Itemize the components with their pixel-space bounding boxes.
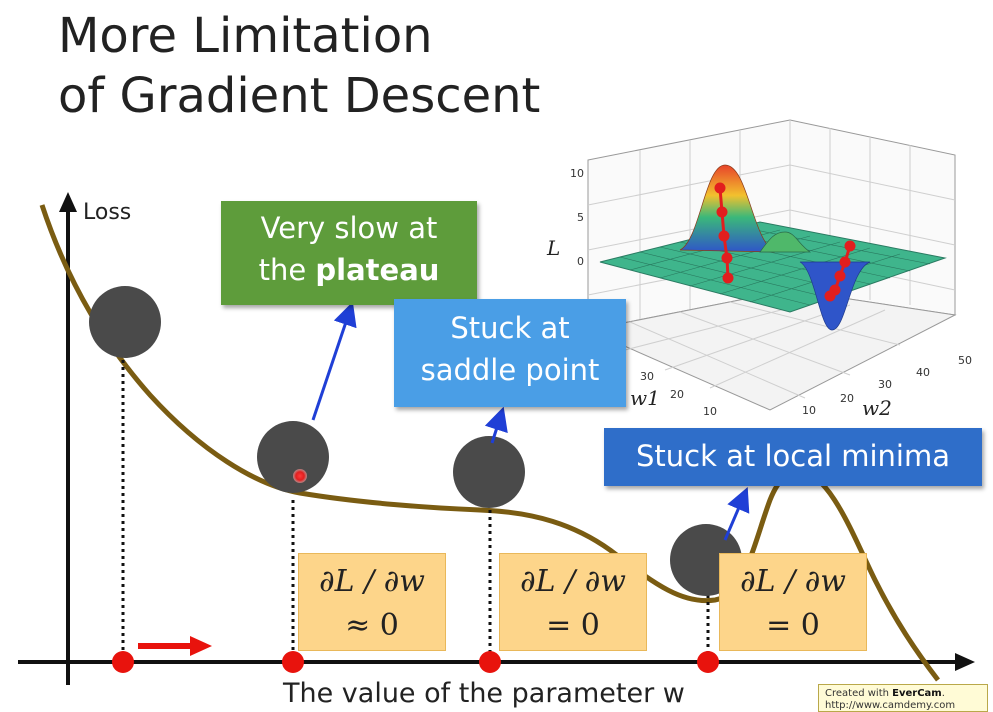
z-tick: 10 — [570, 167, 584, 180]
callout-saddle-line2: saddle point — [420, 353, 600, 387]
gradient-relation: = 0 — [546, 608, 600, 643]
gradient-expr: ∂L / ∂w — [319, 564, 425, 599]
callout-plateau-line2: the plateau — [221, 249, 477, 291]
ball-plateau — [257, 421, 329, 493]
callout-plateau-prefix: the — [258, 253, 316, 287]
z-tick: 0 — [577, 255, 584, 268]
w2-tick: 40 — [916, 366, 930, 379]
descent-paths — [714, 182, 856, 302]
ball-start — [89, 286, 161, 358]
w2-tick: 30 — [878, 378, 892, 391]
gradient-expr: ∂L / ∂w — [520, 564, 626, 599]
title-line-2: of Gradient Descent — [58, 68, 541, 124]
ball-saddle — [453, 436, 525, 508]
w1-tick: 30 — [640, 370, 654, 383]
title-line-1: More Limitation — [58, 8, 433, 64]
surface-w1-label: w1 — [630, 386, 660, 410]
watermark-brand: EverCam — [892, 688, 942, 699]
gradient-relation: ≈ 0 — [345, 608, 399, 643]
cursor-dot — [293, 469, 307, 483]
watermark-suffix: . — [941, 688, 945, 699]
balls — [89, 286, 742, 596]
pointer-arrows — [311, 301, 750, 541]
slide-title: More Limitation of Gradient Descent — [58, 6, 540, 126]
w2-tick: 20 — [840, 392, 854, 405]
surface-z-label: L — [547, 236, 561, 260]
x-axis-arrowhead — [955, 653, 975, 671]
w1-tick: 10 — [703, 405, 717, 418]
surface-peak — [679, 164, 776, 253]
gradient-box-local-minima: ∂L / ∂w = 0 — [719, 553, 867, 651]
gradient-relation: = 0 — [766, 608, 820, 643]
callout-saddle-line1: Stuck at — [450, 311, 570, 345]
drop-lines — [121, 360, 710, 655]
watermark-line1: Created with EverCam. — [825, 688, 981, 700]
y-axis-label: Loss — [83, 200, 132, 225]
w1-label-text: w1 — [630, 386, 660, 410]
watermark-url: http://www.camdemy.com — [825, 700, 956, 711]
w2-label-text: w2 — [862, 396, 892, 420]
surface-plot — [586, 119, 957, 411]
x-axis-label: The value of the parameter w — [283, 678, 685, 709]
gradient-box-plateau: ∂L / ∂w ≈ 0 — [298, 553, 446, 651]
y-axis-arrowhead — [59, 192, 77, 212]
x-axis-markers — [112, 651, 719, 673]
watermark-prefix: Created with — [825, 688, 893, 699]
gradient-expr: ∂L / ∂w — [740, 564, 846, 599]
callout-plateau-bold: plateau — [315, 253, 440, 287]
callout-plateau-line1: Very slow at — [260, 211, 438, 245]
evercam-watermark: Created with EverCam. http://www.camdemy… — [818, 684, 988, 712]
callout-local-minima: Stuck at local minima — [604, 428, 982, 486]
w2-tick: 50 — [958, 354, 972, 367]
surface-w2-label: w2 — [862, 396, 892, 420]
callout-saddle: Stuck at saddle point — [394, 299, 626, 407]
z-tick: 5 — [577, 211, 584, 224]
gradient-box-saddle: ∂L / ∂w = 0 — [499, 553, 647, 651]
w2-tick: 10 — [802, 404, 816, 417]
direction-arrow — [138, 636, 212, 656]
callout-plateau: Very slow at the plateau — [221, 201, 477, 305]
w1-tick: 20 — [670, 388, 684, 401]
